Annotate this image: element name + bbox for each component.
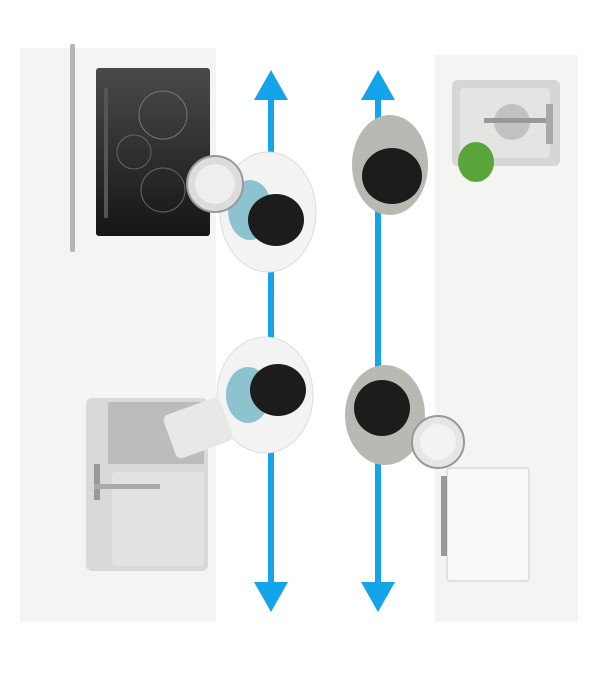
person-icon xyxy=(345,365,425,465)
person-icon xyxy=(352,115,494,215)
towel xyxy=(163,397,233,459)
cooktop-icon xyxy=(96,68,210,236)
storage-box xyxy=(441,467,530,582)
lettuce-icon xyxy=(458,142,494,182)
person-icon xyxy=(163,336,314,459)
pot-icon xyxy=(186,155,244,213)
towel-bar xyxy=(70,44,75,252)
sink-icon xyxy=(452,80,560,166)
double-arrow-icon xyxy=(361,70,395,612)
pot-icon xyxy=(411,415,465,469)
